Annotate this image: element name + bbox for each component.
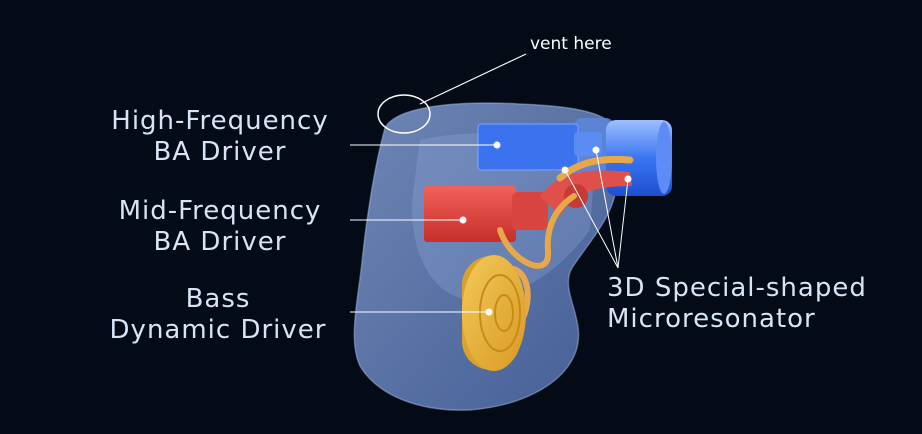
mid-driver-connector	[512, 192, 548, 230]
vent-marker-circle	[377, 94, 431, 134]
bass-driver-ring-outer	[479, 274, 521, 352]
mid-frequency-label-line1: Mid-Frequency	[118, 196, 322, 226]
mid-frequency-ba-driver	[424, 186, 516, 242]
high-frequency-label: High-Frequency BA Driver	[92, 106, 348, 168]
bass-driver-dot	[485, 308, 493, 316]
resonator-tube-upper	[556, 155, 634, 182]
microresonator-label-line1: 3D Special-shaped	[607, 273, 867, 303]
bass-label-line1: Bass	[185, 284, 251, 314]
mid-frequency-label: Mid-Frequency BA Driver	[104, 196, 336, 258]
microresonator-label: 3D Special-shaped Microresonator	[607, 273, 867, 335]
vent-label: vent here	[530, 34, 612, 54]
high-frequency-ba-driver	[477, 123, 579, 171]
earpiece-shell	[353, 102, 618, 411]
high-frequency-label-line2: BA Driver	[153, 137, 287, 167]
microresonator-label-line2: Microresonator	[607, 304, 816, 334]
high-driver-dot	[493, 141, 501, 149]
bass-label-line2: Dynamic Driver	[109, 315, 327, 345]
vent-leader-line	[419, 53, 527, 105]
mid-frequency-label-line2: BA Driver	[153, 227, 287, 257]
high-frequency-label-line1: High-Frequency	[111, 106, 329, 136]
micro-leader-2	[595, 149, 619, 269]
resonator-tube-lower	[497, 193, 577, 269]
nozzle-tip	[656, 122, 672, 194]
mid-driver-dot	[459, 216, 467, 224]
bass-label: Bass Dynamic Driver	[96, 284, 340, 346]
micro-leader-1	[564, 169, 619, 269]
bass-driver-ring-inner	[494, 294, 514, 332]
micro-leader-3	[617, 178, 629, 269]
